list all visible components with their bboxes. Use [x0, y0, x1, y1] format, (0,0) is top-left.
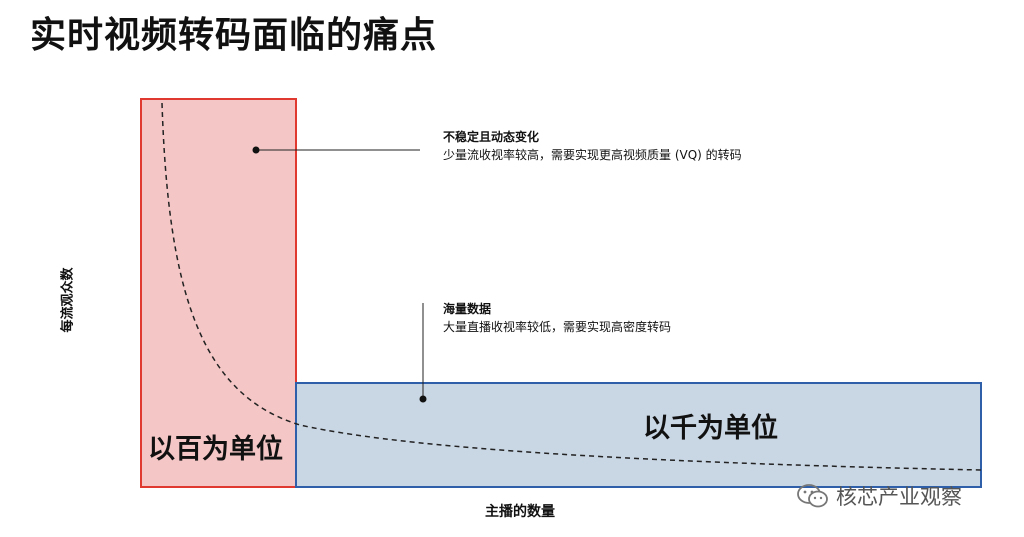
massive-annotation-body: 大量直播收视率较低，需要实现高密度转码: [443, 320, 672, 334]
hundreds-box-label: 以百为单位: [148, 434, 283, 465]
unstable-annotation-body: 少量流收视率较高，需要实现更高视频质量 (VQ) 的转码: [443, 148, 742, 162]
hundreds-box: [140, 98, 297, 488]
y-axis-label: 每流观众数: [60, 267, 76, 333]
x-axis-label: 主播的数量: [485, 504, 555, 520]
massive-annotation: 海量数据 大量直播收视率较低，需要实现高密度转码: [443, 300, 763, 336]
massive-annotation-heading: 海量数据: [443, 302, 492, 316]
thousands-box: [295, 382, 982, 488]
page-title: 实时视频转码面临的痛点: [30, 15, 438, 56]
unstable-callout-dot: [252, 146, 260, 154]
wechat-icon: [797, 484, 828, 508]
watermark: 核芯产业观察: [796, 481, 962, 511]
unstable-annotation: 不稳定且动态变化 少量流收视率较高，需要实现更高视频质量 (VQ) 的转码: [443, 128, 763, 164]
watermark-text: 核芯产业观察: [836, 485, 962, 509]
unstable-annotation-heading: 不稳定且动态变化: [443, 130, 540, 144]
thousands-box-label: 以千为单位: [643, 413, 778, 444]
massive-callout-dot: [419, 395, 427, 403]
long-tail-curve: [161, 102, 982, 471]
